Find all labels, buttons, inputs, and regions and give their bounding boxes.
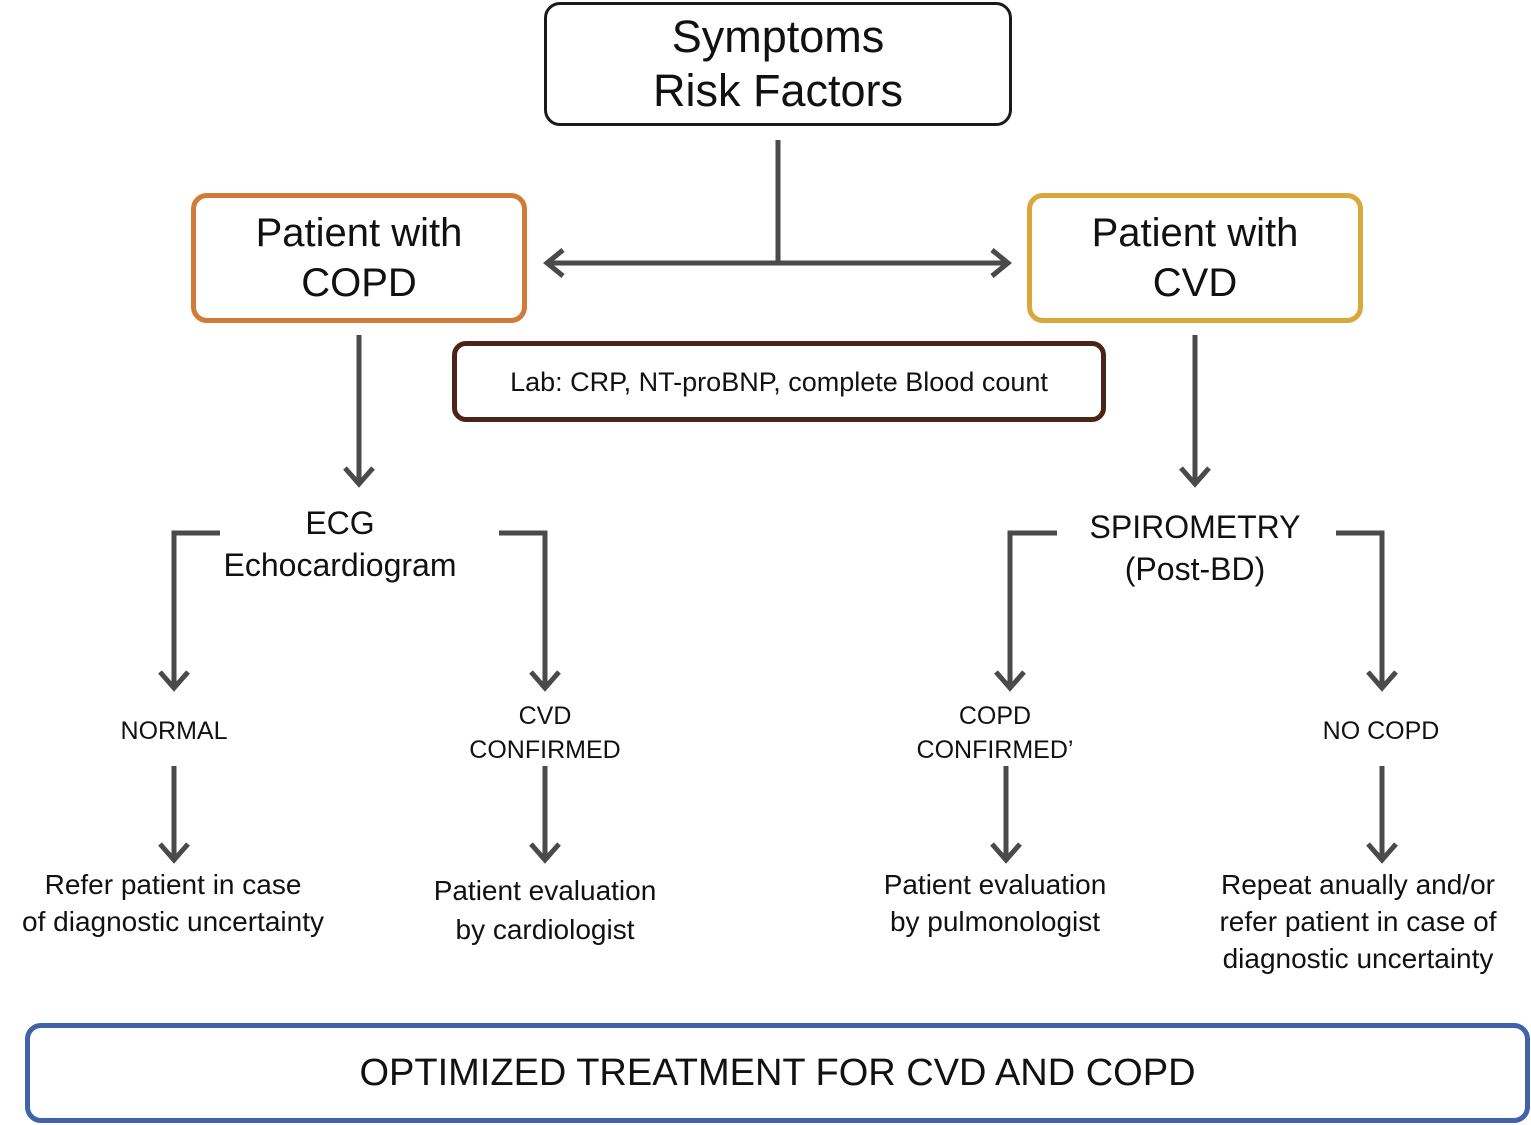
top-box-line2: Risk Factors	[652, 65, 904, 116]
copd-box-line2: COPD	[301, 261, 417, 305]
cardiologist-line1: Patient evaluation	[433, 875, 657, 906]
patient-with-cvd-box: Patient with CVD	[1027, 193, 1363, 323]
spiro-left-arrow	[994, 670, 1026, 692]
ecg-label-line1: ECG	[305, 505, 375, 541]
ecg-right-arrow	[529, 670, 561, 692]
ecg-label-line2: Echocardiogram	[223, 547, 457, 583]
cvd-box-line2: CVD	[1152, 261, 1238, 305]
normal-down-arrow	[158, 842, 190, 864]
spirometry-label-line2: (Post-BD)	[1124, 551, 1266, 587]
outcome-copd-confirmed-label: COPD CONFIRMED’	[872, 699, 1118, 767]
spirometry-label: SPIROMETRY (Post-BD)	[1055, 506, 1335, 590]
action-refer-patient-label: Refer patient in case of diagnostic unce…	[0, 866, 346, 940]
cvd-down-arrow	[1179, 466, 1211, 488]
cvd-confirmed-down-arrow	[529, 842, 561, 864]
optimized-treatment-box: OPTIMIZED TREATMENT FOR CVD AND COPD	[25, 1023, 1530, 1123]
symptoms-risk-factors-box: Symptoms Risk Factors	[544, 2, 1012, 126]
pulmonologist-line2: by pulmonologist	[889, 906, 1101, 937]
ecg-echocardiogram-label: ECG Echocardiogram	[200, 502, 480, 586]
cvd-box-line1: Patient with	[1091, 211, 1299, 255]
top-box-line1: Symptoms	[671, 11, 885, 62]
repeat-annually-line1: Repeat anually and/or	[1221, 869, 1495, 900]
lab-box-text: Lab: CRP, NT-proBNP, complete Blood coun…	[510, 366, 1048, 397]
copd-box-line1: Patient with	[255, 211, 463, 255]
refer-patient-line1: Refer patient in case	[44, 869, 302, 900]
outcome-normal-label: NORMAL	[74, 714, 274, 748]
ecg-left-arrow	[158, 670, 190, 692]
spiro-right-arrow	[1366, 670, 1398, 692]
no-copd-down-arrow	[1366, 842, 1398, 864]
cvd-confirmed-line1: CVD	[518, 702, 572, 730]
outcome-no-copd-label: NO COPD	[1281, 714, 1481, 748]
outcome-cvd-confirmed-label: CVD CONFIRMED	[423, 699, 667, 767]
split-arrow-right	[990, 248, 1012, 278]
pulmonologist-line1: Patient evaluation	[883, 869, 1107, 900]
cvd-confirmed-line2: CONFIRMED	[469, 736, 621, 764]
repeat-annually-line2: refer patient in case of	[1219, 906, 1497, 937]
action-repeat-annually-label: Repeat anually and/or refer patient in c…	[1185, 866, 1531, 977]
cardiologist-line2: by cardiologist	[455, 914, 635, 945]
spiro-left-bracket	[1007, 530, 1057, 688]
action-cardiologist-label: Patient evaluation by cardiologist	[395, 871, 695, 949]
ecg-left-bracket	[171, 530, 220, 688]
spirometry-label-line1: SPIROMETRY	[1089, 509, 1301, 545]
split-arrow-left	[543, 248, 565, 278]
treatment-box-text: OPTIMIZED TREATMENT FOR CVD AND COPD	[359, 1052, 1196, 1094]
copd-confirmed-line2: CONFIRMED’	[916, 736, 1074, 764]
repeat-annually-line3: diagnostic uncertainty	[1222, 943, 1494, 974]
copd-confirmed-line1: COPD	[958, 702, 1032, 730]
refer-patient-line2: of diagnostic uncertainty	[22, 906, 324, 937]
patient-with-copd-box: Patient with COPD	[191, 193, 527, 323]
ecg-right-bracket	[499, 530, 548, 688]
action-pulmonologist-label: Patient evaluation by pulmonologist	[845, 866, 1145, 940]
copd-confirmed-down-arrow	[990, 842, 1022, 864]
copd-down-arrow	[343, 466, 375, 488]
lab-tests-box: Lab: CRP, NT-proBNP, complete Blood coun…	[452, 341, 1106, 422]
spiro-right-bracket	[1336, 530, 1385, 688]
outcome-normal-text: NORMAL	[120, 717, 228, 745]
outcome-no-copd-text: NO COPD	[1322, 717, 1440, 745]
